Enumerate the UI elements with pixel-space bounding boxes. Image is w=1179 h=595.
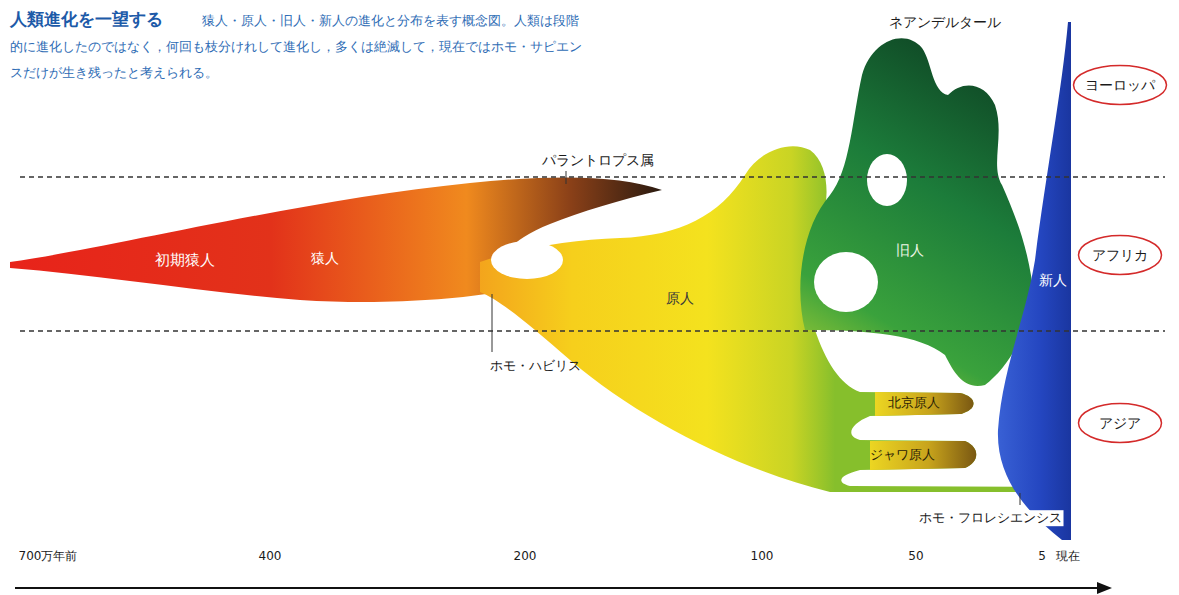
axis-arrowhead xyxy=(1097,582,1112,594)
region-divider xyxy=(20,176,1165,177)
species-label: ジャワ原人 xyxy=(870,447,935,463)
axis-tick-label: 現在 xyxy=(1056,549,1080,563)
species-label: ホモ・ハビリス xyxy=(490,358,581,374)
region-name: アフリカ xyxy=(1092,247,1148,264)
branch-gap xyxy=(814,252,878,312)
region-ellipse: アジア xyxy=(1077,402,1163,444)
species-label: 北京原人 xyxy=(888,395,940,411)
diagram-caption: 猿人・原人・旧人・新人の進化と分布を表す概念図。人類は段階的に進化したのではなく… xyxy=(10,8,590,86)
stage-label: 旧人 xyxy=(896,242,924,259)
region-name: ヨーロッパ xyxy=(1085,77,1155,94)
axis-tick-label: 100 xyxy=(751,549,774,563)
leader-line xyxy=(566,171,567,184)
peking-branch xyxy=(875,392,974,416)
archaic-human-band xyxy=(800,38,1034,386)
axis-tick-label: 400 xyxy=(259,549,282,563)
stage-label: 猿人 xyxy=(311,250,339,267)
region-name: アジア xyxy=(1099,415,1141,432)
region-ellipse: ヨーロッパ xyxy=(1072,64,1168,106)
time-axis xyxy=(15,587,1100,589)
branch-gap xyxy=(491,241,563,279)
region-outline xyxy=(1079,404,1162,443)
modern-human-band xyxy=(998,22,1071,540)
axis-tick-label: 200 xyxy=(514,549,537,563)
diagram-title: 人類進化を一望する xyxy=(10,9,163,29)
species-label: ホモ・フロレシエンシス xyxy=(917,510,1064,526)
genus-label: パラントロプス属 xyxy=(542,152,654,169)
region-ellipse: アフリカ xyxy=(1077,234,1163,276)
stage-label: 新人 xyxy=(1039,272,1067,289)
region-divider xyxy=(20,330,1165,331)
stage-label: 初期猿人 xyxy=(155,251,215,269)
axis-tick-label: 5 xyxy=(1038,549,1046,563)
stage-label: 原人 xyxy=(666,290,694,307)
axis-tick-label: 50 xyxy=(908,549,923,563)
leader-line xyxy=(1020,493,1021,505)
branch-gap xyxy=(867,154,907,206)
axis-tick-label: 700万年前 xyxy=(19,549,78,563)
java-branch xyxy=(870,441,976,470)
region-outline xyxy=(1079,236,1162,275)
region-outline xyxy=(1074,66,1167,105)
species-label: ネアンデルタール xyxy=(889,14,1001,31)
leader-line xyxy=(492,294,493,352)
